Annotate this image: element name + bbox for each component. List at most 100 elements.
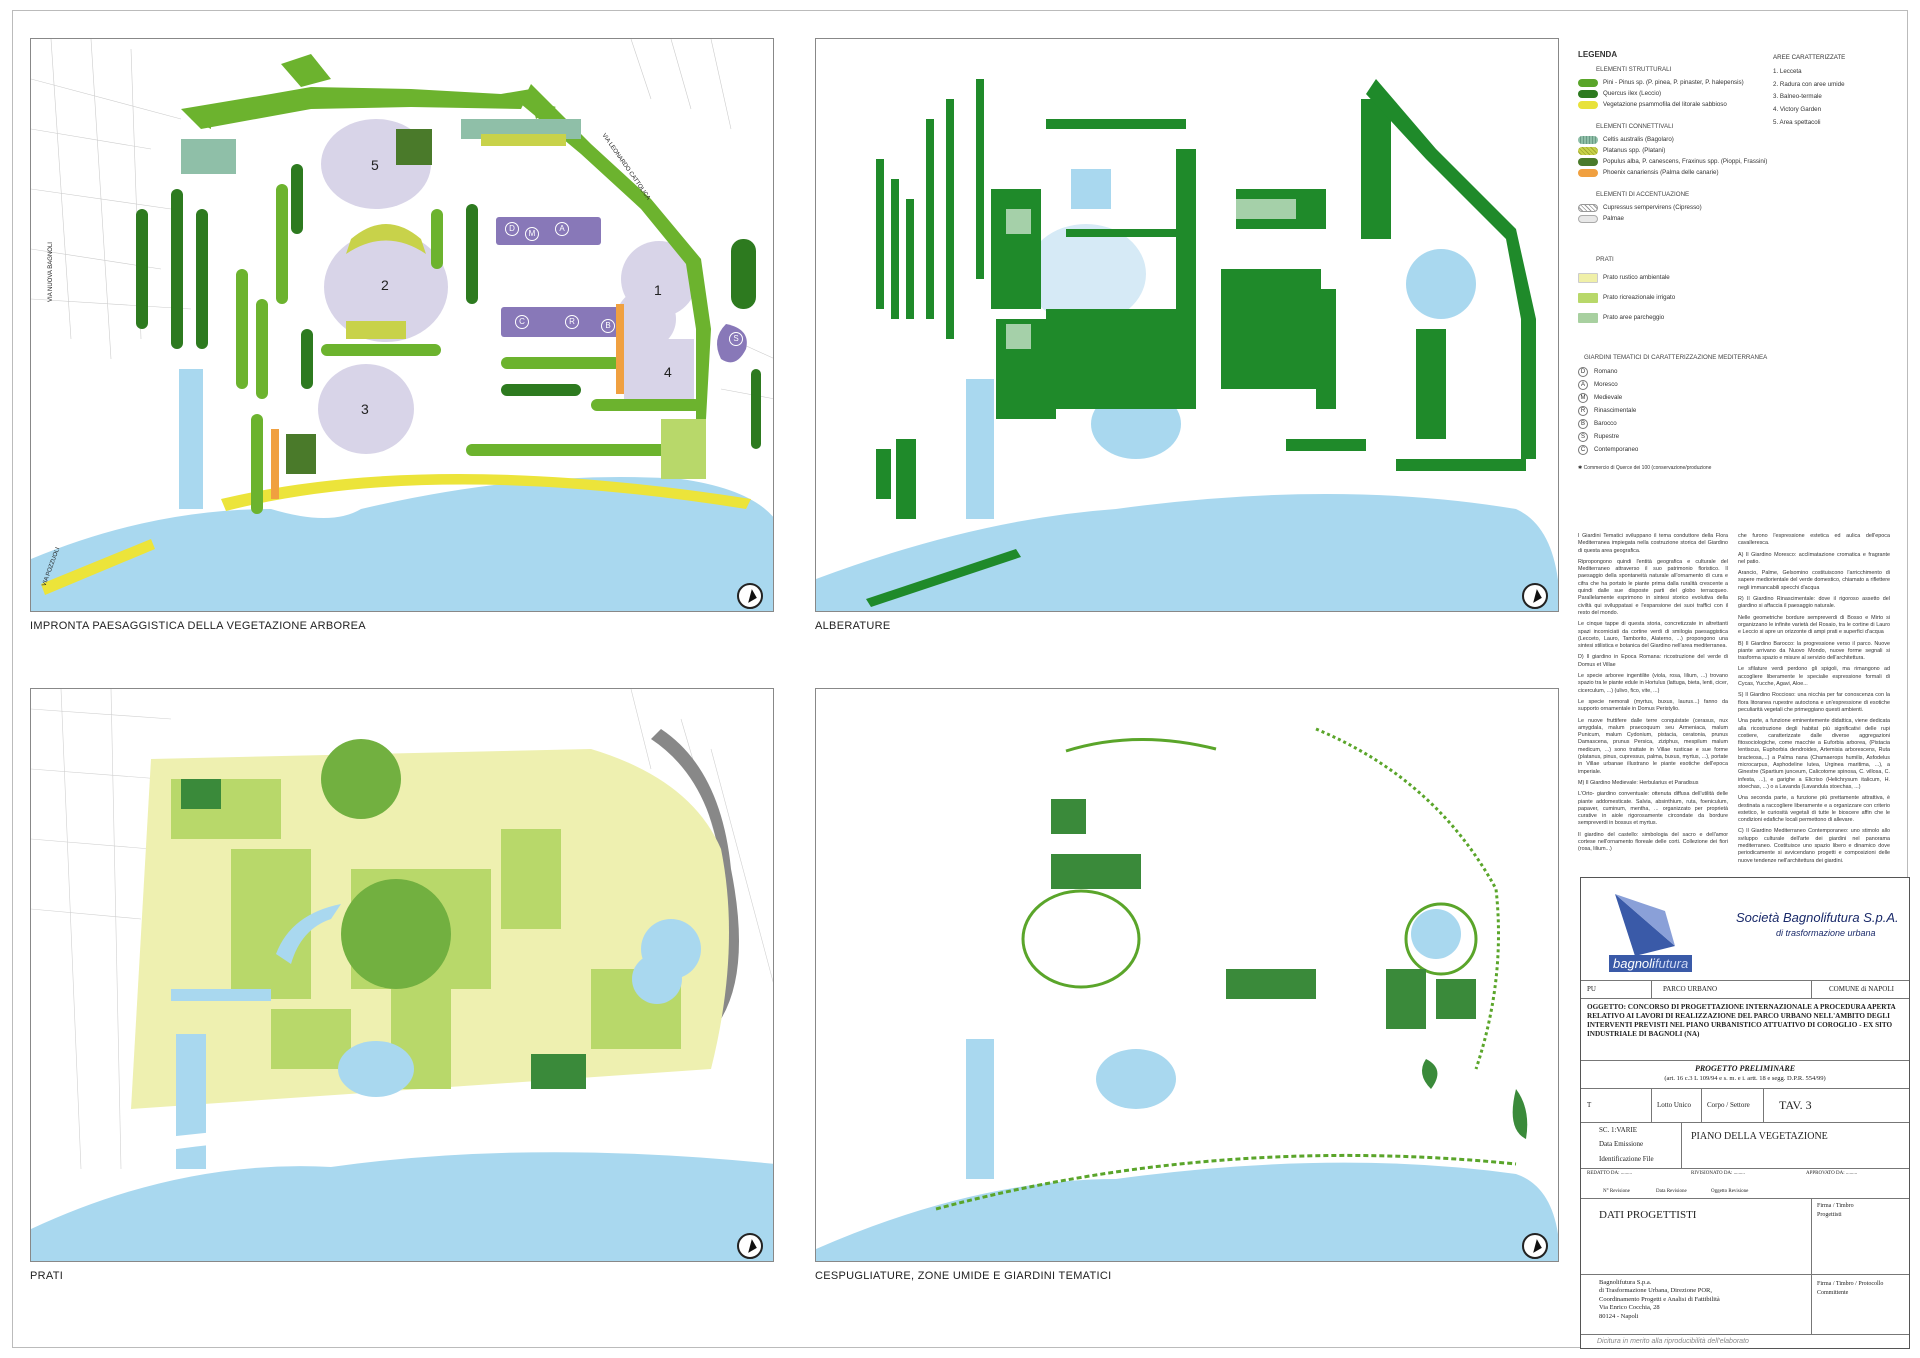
garden-marker-d: D bbox=[505, 222, 519, 236]
swatch-prato-rustico bbox=[1578, 273, 1598, 283]
paragraph: I Giardini Tematici sviluppano il tema c… bbox=[1578, 533, 1728, 554]
garden-letter-icon: D bbox=[1578, 367, 1588, 378]
legend-area-item: 4. Victory Garden bbox=[1773, 106, 1822, 113]
address-line: Bagnolifutura S.p.a. bbox=[1599, 1279, 1652, 1286]
paragraph: S) Il Giardino Roccioso: una nicchia per… bbox=[1738, 692, 1890, 713]
paragraph: Una parte, a funzione eminentemente dida… bbox=[1738, 718, 1890, 790]
legend-title: LEGENDA bbox=[1578, 50, 1618, 59]
bagnolifutura-logo-icon bbox=[1615, 894, 1675, 956]
north-arrow-icon bbox=[1522, 1233, 1548, 1259]
garden-description-col2: che furono l'espressione estetica ed aul… bbox=[1738, 533, 1890, 864]
tb-row-footer: Dicitura in merito alla riproducibilità … bbox=[1581, 1334, 1909, 1350]
legend-item-label: Moresco bbox=[1594, 381, 1618, 389]
legend-item-prato-irrigato: Prato ricreazionale irrigato bbox=[1578, 288, 1888, 308]
garden-letter-icon: C bbox=[1578, 445, 1588, 456]
legend-item-prato-parcheggio: Prato aree parcheggio bbox=[1578, 308, 1888, 328]
tb-t: T bbox=[1587, 1101, 1592, 1109]
tb-rev-oggetto: Oggetto Revisione bbox=[1711, 1189, 1749, 1194]
sheet-border bbox=[12, 10, 1908, 1348]
legend-item-label: Pini - Pinus sp. (P. pinea, P. pinaster,… bbox=[1603, 79, 1744, 87]
tb-row-revisioni: REDATTO DA: ......... RIVISIONATO DA: ..… bbox=[1581, 1168, 1909, 1198]
paragraph: che furono l'espressione estetica ed aul… bbox=[1738, 533, 1890, 547]
swatch-oak bbox=[1578, 90, 1598, 99]
legend-item-label: Prato aree parcheggio bbox=[1603, 314, 1665, 322]
address-line: Via Enrico Cocchia, 28 bbox=[1599, 1304, 1660, 1312]
panel-caption-footprint: IMPRONTA PAESAGGISTICA DELLA VEGETAZIONE… bbox=[30, 620, 366, 632]
garden-letter-icon: A bbox=[1578, 380, 1588, 391]
legend-connective-title: ELEMENTI CONNETTIVALI bbox=[1596, 122, 1674, 130]
tb-row-tav: T Lotto Unico Corpo / Settore TAV. 3 bbox=[1581, 1088, 1909, 1122]
legend-item-label: Rinascimentale bbox=[1594, 407, 1637, 415]
panel-caption-shrubs-gardens: CESPUGLIATURE, ZONE UMIDE E GIARDINI TEM… bbox=[815, 1270, 1112, 1282]
paragraph: Le sfilature verdi perdono gli spigoli, … bbox=[1738, 666, 1890, 688]
legend-item-psammophile: Vegetazione psammofila del litorale sabb… bbox=[1578, 100, 1888, 111]
road-label-coroglio: VIA NUOVA BAGNOLI bbox=[47, 242, 54, 302]
tb-row-oggetto: OGGETTO: CONCORSO DI PROGETTAZIONE INTER… bbox=[1581, 998, 1909, 1060]
tb-divider bbox=[1811, 981, 1812, 998]
legend: LEGENDA AREE CARATTERIZZATE 1. Lecceta 2… bbox=[1578, 50, 1888, 471]
area-label-2: 2 bbox=[381, 277, 389, 293]
paragraph: C) Il Giardino Mediterraneo Contemporane… bbox=[1738, 828, 1890, 864]
trees-map bbox=[816, 79, 1558, 611]
map-panel-tree-footprint[interactable]: 5 2 3 1 4 D M A C R B S VIA NUOVA BAGNOL… bbox=[30, 38, 774, 612]
legend-footnote-text: Commercio di Querce dei 100 (conservazio… bbox=[1583, 464, 1712, 471]
swatch-platanus bbox=[1578, 147, 1598, 155]
tb-row-piano: SC. 1:VARIE Data Emissione Identificazio… bbox=[1581, 1122, 1909, 1168]
north-arrow-icon bbox=[737, 583, 763, 609]
paragraph: Le specie nemorali (myrtus, buxus, lauru… bbox=[1578, 698, 1728, 713]
address-line: Coordinamento Progetti e Analisi di Fatt… bbox=[1599, 1295, 1720, 1303]
legend-item-label: Prato ricreazionale irrigato bbox=[1603, 294, 1676, 302]
swatch-phoenix bbox=[1578, 169, 1598, 177]
map-panel-lawns[interactable] bbox=[30, 688, 774, 1262]
paragraph: D) Il giardino in Epoca Romana: ricostru… bbox=[1578, 654, 1728, 668]
paragraph: R) Il Giardino Rinascimentale: dove il r… bbox=[1738, 596, 1890, 610]
tb-scala: SC. 1:VARIE bbox=[1599, 1126, 1637, 1134]
swatch-psammophile bbox=[1578, 101, 1598, 110]
tb-progetto-ref: (art. 16 c.3 L 109/94 e s. m. e i. artt.… bbox=[1664, 1075, 1826, 1082]
tb-data-emissione: Data Emissione bbox=[1599, 1140, 1644, 1148]
map-panel-trees[interactable] bbox=[815, 38, 1559, 612]
tb-corpo: Corpo / Settore bbox=[1707, 1101, 1750, 1109]
legend-item-label: Rupestre bbox=[1594, 433, 1620, 441]
legend-area-item: 2. Radura con aree umide bbox=[1773, 80, 1845, 88]
lawns-map bbox=[31, 689, 773, 1261]
tb-divider bbox=[1701, 1089, 1702, 1122]
tb-divider bbox=[1651, 981, 1652, 998]
legend-prati-title: PRATI bbox=[1596, 256, 1614, 264]
legend-areas-title: AREE CARATTERIZZATE bbox=[1773, 54, 1846, 61]
swatch-cupressus bbox=[1578, 203, 1598, 212]
tb-tav: TAV. 3 bbox=[1779, 1098, 1812, 1112]
map-panel-shrubs-gardens[interactable] bbox=[815, 688, 1559, 1262]
address-line: 80124 - Napoli bbox=[1599, 1312, 1639, 1320]
legend-garden-item: A Moresco bbox=[1578, 379, 1888, 392]
legend-item-label: Phoenix canariensis (Palma delle canarie… bbox=[1603, 169, 1719, 177]
tb-row-parco: PU PARCO URBANO COMUNE di NAPOLI bbox=[1581, 980, 1909, 998]
tb-divider bbox=[1811, 1275, 1812, 1334]
legend-item-label: Quercus ilex (Leccio) bbox=[1603, 90, 1662, 98]
paragraph: B) Il Giardino Barocco: la progressione … bbox=[1738, 640, 1890, 662]
shrubs-map bbox=[816, 727, 1558, 1261]
swatch-pine bbox=[1578, 79, 1598, 88]
garden-marker-r: R bbox=[565, 315, 579, 329]
tb-lotto: Lotto Unico bbox=[1657, 1101, 1692, 1109]
address-line: di Trasformazione Urbana, Direzione POR, bbox=[1599, 1287, 1713, 1295]
legend-item-prato-rustico: Prato rustico ambientale bbox=[1578, 268, 1888, 288]
legend-item-label: Romano bbox=[1594, 368, 1618, 376]
garden-description-col1: I Giardini Tematici sviluppano il tema c… bbox=[1578, 533, 1728, 852]
garden-marker-m: M bbox=[525, 227, 539, 241]
legend-item-label: Vegetazione psammofila del litorale sabb… bbox=[1603, 101, 1727, 109]
legend-item-platanus: Platanus spp. (Platani) bbox=[1578, 146, 1888, 157]
garden-letter-icon: M bbox=[1578, 393, 1588, 404]
legend-item-populus: Populus alba, P. canescens, Fraxinus spp… bbox=[1578, 157, 1888, 168]
legend-structural-title: ELEMENTI STRUTTURALI bbox=[1596, 66, 1672, 73]
tb-firma2b: Committente bbox=[1817, 1290, 1849, 1296]
company-name: Società Bagnolifutura S.p.A. bbox=[1736, 910, 1899, 925]
garden-marker-a: A bbox=[555, 222, 569, 236]
legend-area-item: 3. Balneo-termale bbox=[1773, 93, 1822, 101]
paragraph: Ripropongono quindi l'entità geografica … bbox=[1578, 558, 1728, 616]
tb-oggetto: OGGETTO: CONCORSO DI PROGETTAZIONE INTER… bbox=[1587, 1003, 1896, 1038]
